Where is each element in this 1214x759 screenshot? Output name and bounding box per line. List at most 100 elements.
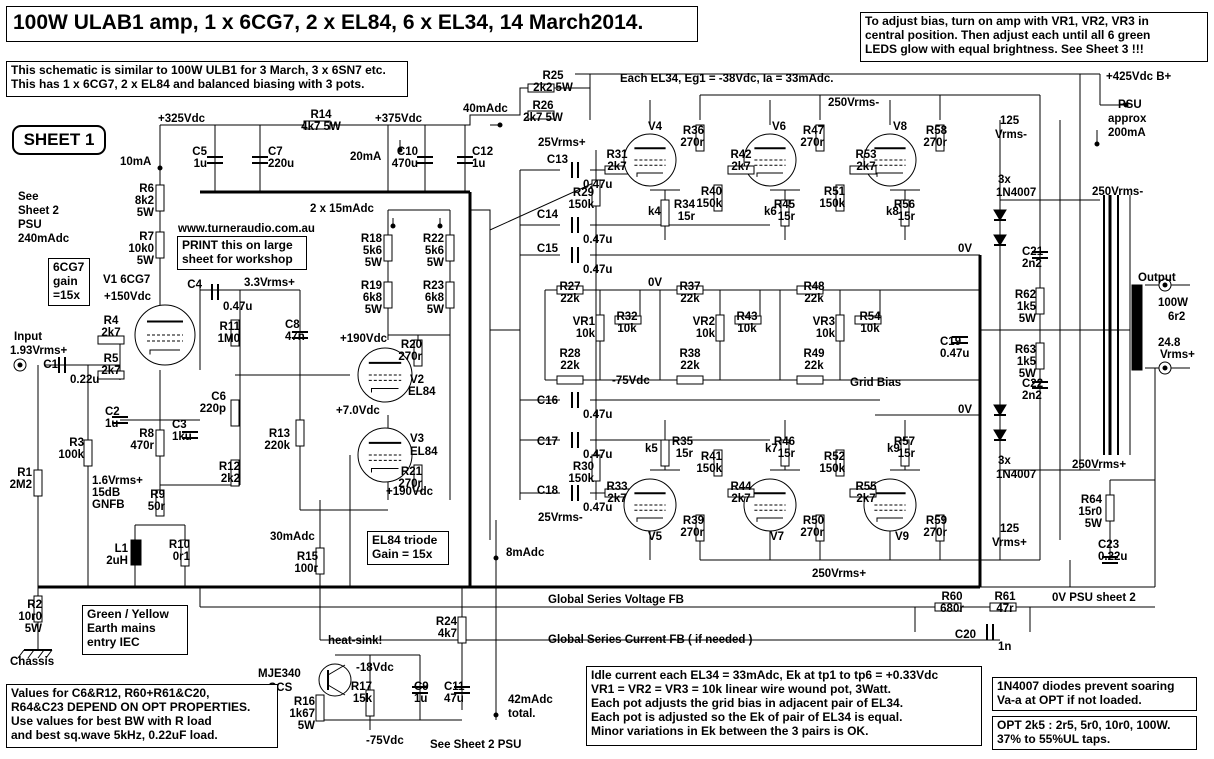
resistor-r10 <box>180 539 190 567</box>
print-note: PRINT this on large sheet for workshop <box>177 236 307 270</box>
diode-1n4007 <box>993 234 1007 246</box>
resistor-label: R28 <box>559 348 581 360</box>
resistor-label: 22k <box>680 360 700 372</box>
capacitor-label: 1u <box>472 158 485 170</box>
note-line: gain <box>53 274 78 288</box>
label-k8: k8 <box>886 206 899 218</box>
capacitor-label: C5 <box>192 146 207 158</box>
resistor-r37 <box>676 285 704 295</box>
note-line: Va-a at OPT if not loaded. <box>997 693 1142 707</box>
resistor-r56 <box>900 199 910 227</box>
resistor-label: VR1 <box>573 316 596 328</box>
label-vrmsp: Vrms+ <box>992 537 1027 549</box>
components <box>13 83 1172 722</box>
resistor-label: 15r <box>778 448 796 460</box>
label-w100: 100W <box>1158 297 1188 309</box>
capacitor-label: C16 <box>537 395 558 407</box>
resistor-label: 10k <box>737 323 757 335</box>
capacitor-label: 0.47u <box>583 502 612 514</box>
capacitor-label: 0.47u <box>940 348 969 360</box>
resistor-label: R47 <box>803 125 824 137</box>
resistor-label: R18 <box>361 233 383 245</box>
resistor-label: R26 <box>532 100 553 112</box>
label-v40ma: 40mAdc <box>463 103 508 115</box>
resistor-label: R49 <box>803 348 824 360</box>
resistor-r2 <box>33 595 43 623</box>
capacitor-label: C19 <box>940 336 961 348</box>
resistor-label: 2k7 <box>101 365 120 377</box>
capacitor-label: C7 <box>268 146 283 158</box>
transistor-mje340 <box>318 663 352 697</box>
capacitor-label: 47u <box>444 693 464 705</box>
resistor-label: 6k8 <box>425 292 445 304</box>
resistor-r63 <box>1035 342 1045 370</box>
note-line: Use values for best BW with R load <box>11 714 212 728</box>
resistor-label: VR2 <box>693 316 715 328</box>
label-fb16: 1.6Vrms+ <box>92 475 143 487</box>
note-line: and best sq.wave 5kHz, 0.22uF load. <box>11 728 218 742</box>
resistor-r54 <box>854 315 882 325</box>
note-line: R64&C23 DEPEND ON OPT PROPERTIES. <box>11 700 251 714</box>
capacitor-label: 1n <box>998 641 1011 653</box>
resistor-label: R32 <box>616 311 637 323</box>
resistor-label: 5W <box>365 257 382 269</box>
resistor-label: 270r <box>398 351 422 363</box>
resistor-label: R45 <box>774 199 796 211</box>
resistor-label: 0r1 <box>173 551 191 563</box>
resistor-label: 22k <box>560 293 580 305</box>
resistor-label: 2k2 5W <box>533 82 573 94</box>
label-minus75: -75Vdc <box>612 375 650 387</box>
label-v325: +325Vdc <box>158 113 206 125</box>
label-k7: k7 <box>765 443 778 455</box>
resistor-r64 <box>1105 494 1115 522</box>
label-diode-3x: 3x <box>998 174 1011 186</box>
resistor-label: 10k0 <box>128 243 154 255</box>
resistor-label: 4k7 5W <box>301 121 341 133</box>
label-diode-1n2: 1N4007 <box>996 469 1036 481</box>
resistor-r34 <box>660 199 670 227</box>
capacitor-label: 0.47u <box>583 179 612 191</box>
resistor-r29 <box>591 179 601 207</box>
capacitor-label: 1ku <box>172 431 192 443</box>
resistor-label: R62 <box>1015 289 1036 301</box>
resistor-r60 <box>934 602 962 612</box>
resistor-label: R51 <box>824 186 846 198</box>
resistor-r45 <box>780 199 790 227</box>
resistor-label: 680r <box>940 603 964 615</box>
resistor-label: R53 <box>855 149 876 161</box>
resistor-r44 <box>727 488 755 498</box>
resistor-label: 4k7 <box>438 628 457 640</box>
resistor-label: 150k <box>696 198 722 210</box>
resistor-r1 <box>33 469 43 497</box>
resistor-label: 10k <box>860 323 880 335</box>
resistor-label: 15r <box>676 448 694 460</box>
gain-note: 6CG7 gain =15x <box>48 258 90 306</box>
label-v250m: 250Vrms- <box>828 97 879 109</box>
resistor-label: R30 <box>573 461 594 473</box>
resistor-label: R60 <box>941 591 962 603</box>
resistor-label: R46 <box>774 436 795 448</box>
resistor-label: 270r <box>923 527 947 539</box>
resistor-label: R31 <box>606 149 628 161</box>
label-v125m: 125 <box>1000 115 1020 127</box>
resistor-label: 2k7 <box>607 161 626 173</box>
label-see-sheet2-psu: See Sheet 2 PSU <box>430 739 521 751</box>
note-line: 37% to 55%UL taps. <box>997 732 1111 746</box>
note-line: 6CG7 <box>53 260 85 274</box>
capacitor-label: 0.47u <box>583 449 612 461</box>
label-v250m: 250Vrms- <box>1092 186 1143 198</box>
label-mje: MJE340 <box>258 668 301 680</box>
capacitor-label: 47n <box>285 331 305 343</box>
inductor-label: 2uH <box>106 555 128 567</box>
sheet-label: SHEET 1 <box>12 125 106 155</box>
note-line: To adjust bias, turn on amp with VR1, VR… <box>865 14 1149 28</box>
resistor-label: R34 <box>674 199 696 211</box>
resistor-label: R14 <box>310 109 332 121</box>
resistor-r24 <box>457 616 467 644</box>
resistor-label: 2k7 <box>731 493 750 505</box>
note-line: VR1 = VR2 = VR3 = 10k linear wire wound … <box>591 682 891 696</box>
resistor-label: 1k5 <box>1017 301 1037 313</box>
resistor-label: 100r <box>294 563 318 575</box>
label-each-el34: Each EL34, Eg1 = -38Vdc, Ia = 33mAdc. <box>620 73 834 85</box>
